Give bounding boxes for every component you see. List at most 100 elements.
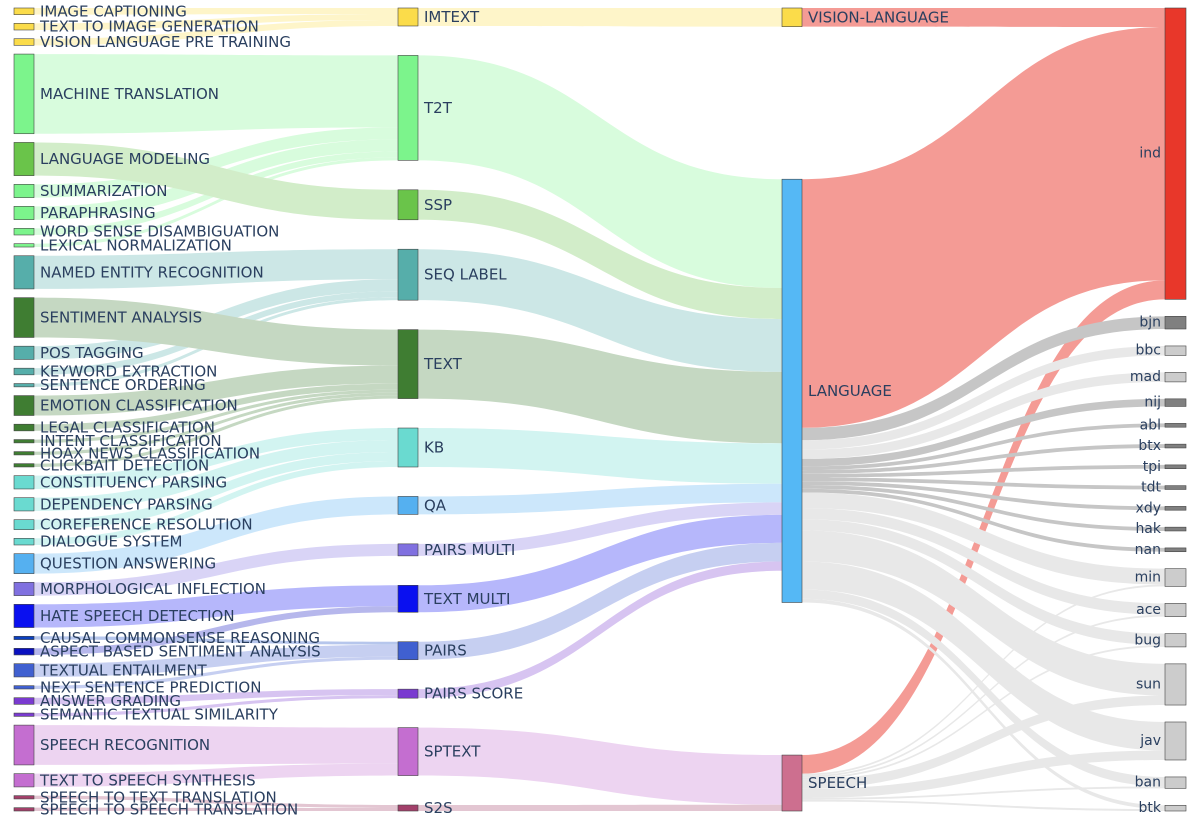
link-speech-to-min [802,584,1165,776]
label-sun: sun [1136,676,1161,692]
node-summarization [13,184,35,198]
link-speech-to-jav [802,750,1165,798]
label-intent-classification: INTENT CLASSIFICATION [40,432,222,450]
node-hak [1164,526,1187,532]
node-hoax-news-classification [13,451,35,456]
link-imtext-to-vision-language [418,8,782,27]
label-speech-to-text-translation: SPEECH TO TEXT TRANSLATION [40,788,277,806]
link-lexical-normalization-to-t2t [34,157,398,248]
label-bjn: bjn [1139,315,1161,331]
node-ind [1164,7,1187,300]
node-emotion-classification [13,395,35,416]
label-speech: SPEECH [808,774,867,792]
link-language-to-sun [802,530,1165,696]
node-nij [1164,398,1187,407]
node-speech-to-text-translation [13,795,35,800]
link-language-to-bug [802,519,1165,646]
node-semantic-textual-similarity [13,712,35,717]
label-language-modeling: LANGUAGE MODELING [40,150,210,168]
link-pairs-multi-to-language [418,502,782,556]
node-qa [397,496,419,515]
node-kb [397,427,419,468]
node-bjn [1164,316,1187,330]
node-clickbait-detection [13,463,35,468]
label-ace: ace [1136,602,1161,618]
link-constituency-parsing-to-kb [34,428,398,489]
label-ssp: SSP [424,196,452,214]
label-text-to-image-generation: TEXT TO IMAGE GENERATION [39,18,259,36]
label-qa: QA [424,496,447,514]
link-qa-to-language [418,483,782,515]
label-legal-classification: LEGAL CLASSIFICATION [40,419,215,437]
link-language-to-hak [802,485,1165,531]
link-language-to-ban [802,589,1165,787]
link-seq-label-to-language [418,249,782,372]
link-machine-translation-to-t2t [34,54,398,134]
link-semantic-textual-similarity-to-pairs-score [34,695,398,717]
label-language: LANGUAGE [808,382,892,400]
label-summarization: SUMMARIZATION [40,182,167,200]
label-answer-grading: ANSWER GRADING [40,692,181,710]
label-btk: btk [1139,800,1162,816]
link-morphological-inflection-to-pairs-multi [34,543,398,596]
label-machine-translation: MACHINE TRANSLATION [40,85,219,103]
node-text [397,329,419,399]
label-pos-tagging: POS TAGGING [40,344,144,362]
label-morphological-inflection: MORPHOLOGICAL INFLECTION [40,580,266,598]
node-text-to-image-generation [13,23,35,31]
link-language-to-mad [802,372,1165,459]
node-question-answering [13,553,35,574]
label-aspect-based-sentiment-analysis: ASPECT BASED SENTIMENT ANALYSIS [40,643,321,661]
links-layer [34,8,1165,811]
label-hoax-news-classification: HOAX NEWS CLASSIFICATION [40,444,260,462]
node-pairs-score [397,688,419,699]
node-min [1164,568,1187,587]
label-nij: nij [1144,395,1161,411]
link-textual-entailment-to-pairs [34,644,398,677]
link-text-to-speech-synthesis-to-sptext [34,763,398,787]
node-tpi [1164,464,1187,470]
link-language-to-btx [802,444,1165,474]
label-speech-recognition: SPEECH RECOGNITION [40,736,210,754]
label-btx: btx [1138,438,1161,454]
label-word-sense-disambiguation: WORD SENSE DISAMBIGUATION [40,223,279,241]
link-speech-to-ind [802,280,1165,774]
link-vision-language-pre-training-to-imtext [34,19,398,46]
link-clickbait-detection-to-text [34,395,398,467]
link-pairs-to-language [418,542,782,660]
label-jav: jav [1139,733,1161,749]
link-causal-commonsense-reasoning-to-pairs [34,636,398,645]
label-kb: KB [424,439,444,457]
link-pairs-score-to-language [418,561,782,699]
node-aspect-based-sentiment-analysis [13,648,35,656]
node-sentence-ordering [13,383,35,388]
label-sentence-ordering: SENTENCE ORDERING [40,376,206,394]
link-language-to-min [802,492,1165,585]
link-language-to-bbc [802,345,1165,450]
label-semantic-textual-similarity: SEMANTIC TEXTUAL SIMILARITY [40,706,279,724]
node-ban [1164,776,1187,789]
label-pairs: PAIRS [424,642,467,660]
node-named-entity-recognition [13,255,35,290]
node-ssp [397,189,419,221]
node-sptext [397,727,419,776]
link-ssp-to-language [418,189,782,320]
label-next-sentence-prediction: NEXT SENTENCE PREDICTION [40,678,261,696]
link-coreference-resolution-to-kb [34,452,398,530]
node-xdy [1164,506,1187,511]
node-tdt [1164,485,1187,490]
link-aspect-based-sentiment-analysis-to-text-multi [34,606,398,655]
link-speech-to-ace [802,614,1165,778]
label-speech-to-speech-translation: SPEECH TO SPEECH TRANSLATION [40,800,298,818]
link-dependency-parsing-to-kb [34,440,398,511]
node-word-sense-disambiguation [13,228,35,236]
link-t2t-to-language [418,55,782,288]
node-s2s [397,804,419,812]
label-seq-label: SEQ LABEL [424,266,507,284]
label-s2s: S2S [424,799,453,817]
node-language [781,178,803,603]
link-legal-classification-to-text [34,383,398,431]
link-language-to-nij [802,398,1165,467]
label-bug: bug [1134,632,1161,648]
